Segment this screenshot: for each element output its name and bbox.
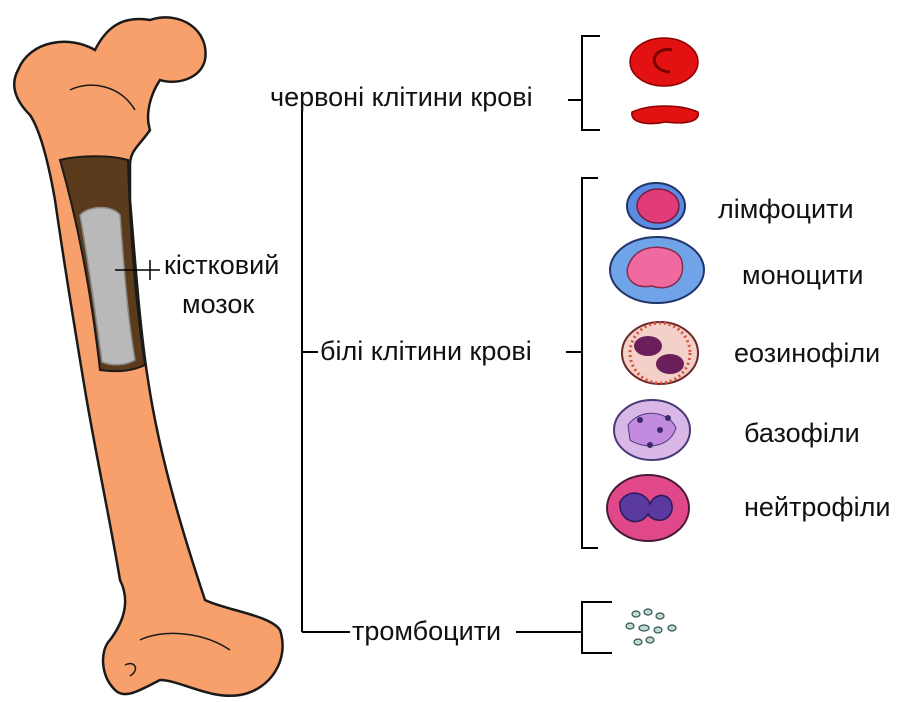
basophils-label: базофіли [742,420,862,447]
red-cell-side-icon [632,106,698,124]
basophil-icon [614,400,690,460]
eosinophil-icon [622,322,698,384]
group-bracket [302,100,350,632]
femur-bone [14,17,282,695]
lymphocyte-icon [627,183,685,229]
neutrophil-icon [607,475,689,541]
neutrophils-label: нейтрофіли [742,494,892,521]
platelets-icon [626,609,676,645]
monocytes-label: моноцити [740,262,866,289]
white-cells-bracket [566,178,598,548]
platelets-label: тромбоцити [350,618,503,645]
red-cell-icon [630,38,698,86]
bone-marrow-label-line1: кістковий [162,252,281,279]
red-cells-bracket [568,36,600,130]
platelets-bracket [516,602,612,653]
bone-marrow-label-line2: мозок [180,291,256,318]
eosinophils-label: еозинофіли [732,340,882,367]
white-cells-label: білі клітини крові [318,338,534,365]
red-cells-label: червоні клітини крові [268,84,535,111]
monocyte-icon [610,237,704,303]
lymphocytes-label: лімфоцити [716,196,856,223]
